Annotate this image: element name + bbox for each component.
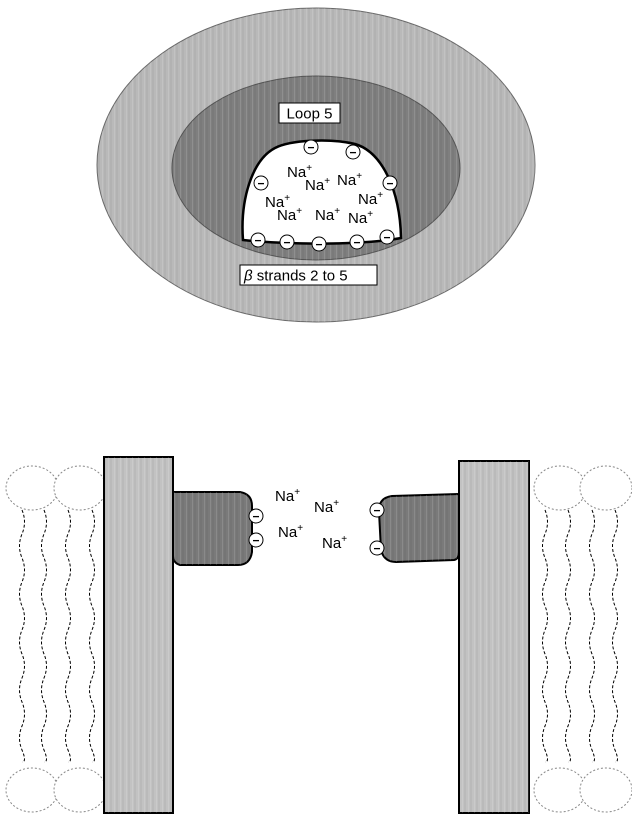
lipid-tail (90, 510, 95, 762)
svg-text:−: − (349, 146, 356, 160)
negative-charge-icon: − (370, 503, 384, 518)
svg-text:−: − (257, 177, 264, 191)
lipid-tail (590, 510, 595, 762)
lipid-head (6, 466, 58, 510)
negative-charge-icon: − (254, 176, 268, 191)
svg-text:−: − (252, 510, 259, 524)
lipid-head (534, 466, 586, 510)
svg-text:−: − (307, 141, 314, 155)
lipid-tail (543, 510, 548, 762)
channel-sodium-ions: Na+ Na+ Na+ Na+ (275, 487, 347, 552)
lipid-tail (566, 510, 571, 762)
negative-charge-icon: − (380, 230, 394, 245)
lipid-tail (20, 510, 25, 762)
negative-charge-icon: − (312, 237, 326, 252)
negative-charge-icon: − (304, 140, 318, 155)
right-lipid-bilayer (534, 466, 632, 812)
lipid-head (580, 768, 632, 812)
pore-top-view: Loop 5 β strands 2 to 5 − − − − − − − − … (97, 8, 535, 322)
sodium-ion: Na+ (314, 498, 339, 516)
lipid-head (534, 768, 586, 812)
negative-charge-icon: − (370, 541, 384, 556)
svg-text:−: − (373, 542, 380, 556)
lipid-tail (42, 510, 47, 762)
channel-side-view: − − − − Na+ Na+ Na+ Na+ (6, 457, 632, 813)
negative-charge-icon: − (346, 145, 360, 160)
svg-text:−: − (383, 231, 390, 245)
negative-charge-icon: − (350, 235, 364, 250)
svg-text:−: − (353, 236, 360, 250)
negative-charge-icon: − (251, 233, 265, 248)
negative-charge-icon: − (280, 235, 294, 250)
lipid-head (54, 768, 106, 812)
negative-charge-icon: − (249, 533, 263, 548)
svg-text:−: − (373, 504, 380, 518)
lipid-tail (66, 510, 71, 762)
lipid-head (6, 768, 58, 812)
svg-text:−: − (315, 238, 322, 252)
lipid-head (54, 466, 106, 510)
svg-text:−: − (252, 534, 259, 548)
beta-strands-label: β strands 2 to 5 (243, 268, 348, 285)
negative-charge-icon: − (249, 509, 263, 524)
sodium-ion: Na+ (322, 534, 347, 552)
sodium-ion: Na+ (275, 487, 300, 505)
lipid-tail (613, 510, 618, 762)
negative-charge-icon: − (383, 176, 397, 191)
sodium-ion: Na+ (278, 523, 303, 541)
lipid-head (580, 466, 632, 510)
svg-text:−: − (386, 177, 393, 191)
svg-text:−: − (254, 234, 261, 248)
svg-text:−: − (283, 236, 290, 250)
left-lipid-bilayer (6, 466, 106, 812)
loop-5-label: Loop 5 (287, 106, 333, 123)
